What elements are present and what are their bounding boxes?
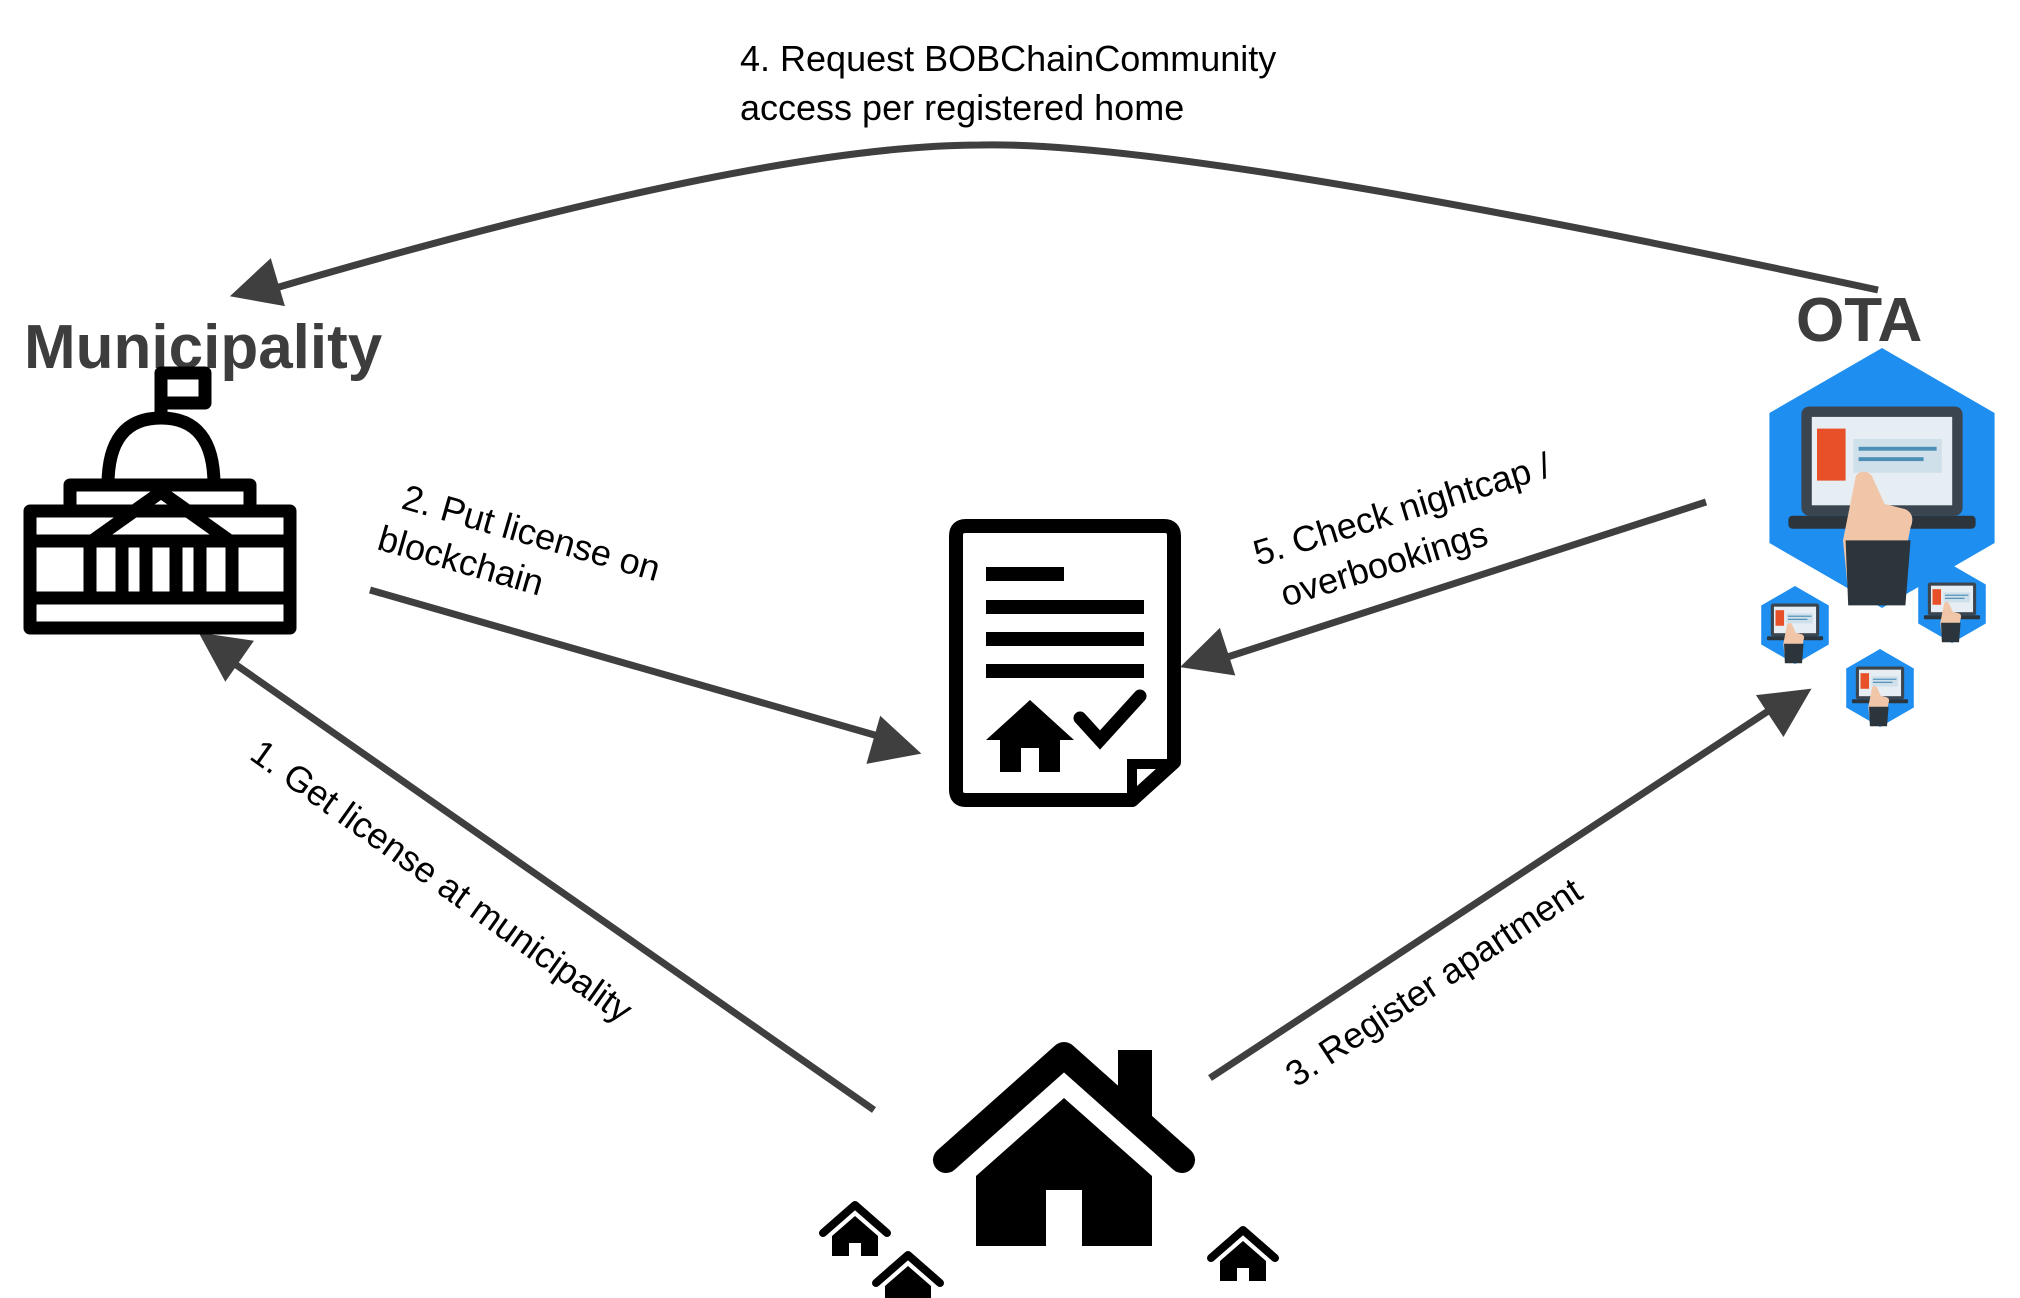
license-document-icon [949,519,1181,807]
edge-get-license [198,632,877,1113]
ota-title: OTA [1796,286,1922,355]
edge-request-access [229,141,1879,307]
edge-put-license [369,586,922,764]
municipality-node: Municipality [23,313,383,635]
edge-label-register-apartment: 3. Register apartment [1278,869,1589,1094]
small-ota-badge-icon [1761,586,1829,664]
small-house-icon [1207,1226,1279,1281]
edge-label-request-access: 4. Request BOBChainCommunity access per … [740,38,1286,128]
edge-labels: 1. Get license at municipality 2. Put li… [243,38,1589,1095]
edge-register-apartment [1208,688,1812,1081]
government-building-icon [23,366,297,635]
edges [198,141,1879,1113]
edge-check-nightcap [1180,498,1708,676]
blockchain-node [949,519,1181,807]
edge-label-put-license: 2. Put license on blockchain [374,473,675,636]
edge-label-check-nightcap: 5. Check nightcap / overbookings [1248,441,1578,618]
homes-node [819,1042,1279,1298]
small-ota-badge-icon [1846,649,1914,727]
edge-label-get-license: 1. Get license at municipality [243,731,640,1030]
booking-laptop-hexagon-icon [1769,348,1995,608]
ota-node: OTA [1761,286,1995,727]
small-house-icon [819,1201,891,1256]
small-house-icon [872,1251,944,1298]
house-icon [933,1042,1195,1246]
